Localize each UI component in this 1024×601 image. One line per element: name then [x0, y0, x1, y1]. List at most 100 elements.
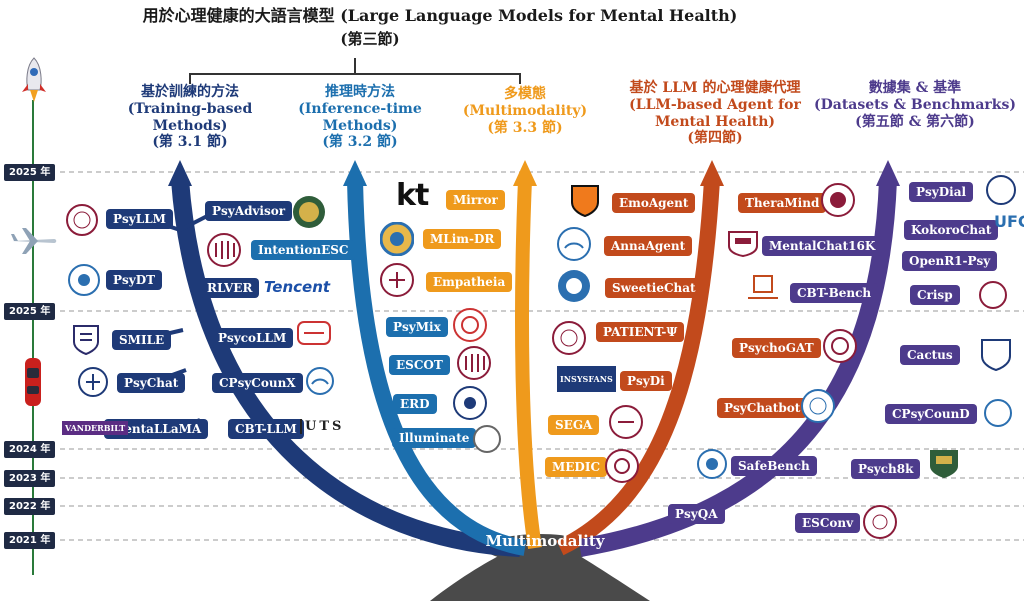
method-smile: SMILE — [112, 330, 172, 350]
dataset-safebench: SafeBench — [731, 456, 817, 476]
dataset-crisp: Crisp — [910, 285, 960, 305]
title-bracket — [189, 73, 521, 84]
university-seal-icon — [473, 425, 501, 453]
tree-trunk — [430, 541, 650, 601]
method-mlim-dr: MLim-DR — [423, 229, 502, 249]
car-icon — [25, 358, 41, 406]
branch-dataset — [578, 179, 897, 557]
university-seal-icon — [207, 233, 241, 267]
method-mirror: Mirror — [446, 190, 505, 210]
university-seal-icon — [453, 308, 487, 342]
university-seal-icon — [457, 346, 491, 380]
year-label: 2025 年 — [4, 164, 56, 181]
branch-multimodal — [515, 179, 542, 550]
university-seal-icon — [552, 321, 586, 355]
dataset-kokorochat: KokoroChat — [904, 220, 999, 240]
dataset-mentalchat16k: MentalChat16K — [762, 236, 883, 256]
university-seal-icon — [984, 399, 1012, 427]
method-emoagent: EmoAgent — [612, 193, 696, 213]
university-seal-icon — [823, 329, 857, 363]
dataset-psydial: PsyDial — [909, 182, 974, 202]
university-seal-icon — [380, 222, 414, 256]
year-label: 2021 年 — [4, 532, 56, 549]
university-seal-icon — [981, 339, 1011, 372]
method-psyllm: PsyLLM — [106, 209, 173, 229]
university-shield-icon — [571, 185, 599, 218]
year-label: 2024 年 — [4, 441, 56, 458]
university-shield-icon — [930, 450, 958, 478]
tencent-logo: Tencent — [264, 278, 331, 296]
university-seal-icon — [306, 367, 334, 395]
university-seal-icon — [293, 196, 325, 228]
method-psydi: PsyDi — [620, 371, 672, 391]
method-psyadvisor: PsyAdvisor — [205, 201, 293, 221]
method-sweetiechat: SweetieChat — [605, 278, 703, 298]
method-psycollm: PsycoLLM — [211, 328, 294, 348]
year-label: 2025 年 — [4, 303, 56, 320]
method-intentionesc: IntentionESC — [251, 240, 356, 260]
method-empatheia: Empatheia — [426, 272, 513, 292]
method-escot: ESCOT — [389, 355, 450, 375]
method-psydt: PsyDT — [106, 270, 163, 290]
category-multimodal: 多模態(Multimodality)(第 3.3 節) — [462, 86, 588, 136]
method-psychogat: PsychoGAT — [732, 338, 821, 358]
main-title: 用於心理健康的大語言模型 (Large Language Models for … — [142, 6, 738, 25]
method-illuminate: Illuminate — [392, 428, 477, 448]
dataset-psych8k: Psych8k — [851, 459, 921, 479]
university-seal-icon — [979, 281, 1007, 309]
airplane-icon — [11, 228, 57, 254]
rocket-icon — [22, 57, 46, 102]
university-seal-icon — [453, 386, 487, 420]
university-seal-icon — [557, 227, 591, 261]
university-seal-icon — [605, 449, 639, 483]
university-seal-icon — [821, 183, 855, 217]
university-seal-icon — [986, 175, 1016, 205]
method-psymix: PsyMix — [386, 317, 448, 337]
method-erd: ERD — [393, 394, 437, 414]
university-seal-icon — [558, 270, 590, 302]
university-seal-icon — [380, 263, 414, 297]
university-logo-icon — [748, 275, 778, 299]
university-seal-icon — [78, 367, 108, 397]
university-shield-icon — [728, 231, 758, 258]
university-seal-icon — [66, 204, 98, 236]
insysfans-logo: INSYSFANS — [557, 366, 616, 392]
category-datasets: 數據集 & 基準(Datasets & Benchmarks)(第五節 & 第六… — [814, 80, 1016, 130]
branch-agent — [556, 179, 720, 556]
dataset-openr1-psy: OpenR1-Psy — [902, 251, 998, 271]
ufc-logo: UFC — [994, 212, 1024, 231]
year-label: 2023 年 — [4, 470, 56, 487]
university-seal-icon — [609, 405, 643, 439]
method-psychat: PsyChat — [117, 373, 186, 393]
trunk-label: Multimodality — [485, 532, 605, 550]
branch-training — [171, 179, 521, 557]
university-seal-icon — [73, 325, 99, 356]
kt-logo: kt — [396, 178, 429, 213]
method-cbt-llm: CBT-LLM — [228, 419, 304, 439]
university-seal-icon — [68, 264, 100, 296]
method-medic: MEDIC — [545, 457, 607, 477]
method-mentallama: MentaLLaMA — [104, 419, 209, 439]
university-seal-icon — [697, 449, 727, 479]
dataset-cactus: Cactus — [900, 345, 960, 365]
year-label: 2022 年 — [4, 498, 56, 515]
method-cpsycounx: CPsyCounX — [212, 373, 303, 393]
main-title-section: (第三節) — [340, 30, 400, 48]
method-patient-psi: PATIENT-Ψ — [596, 322, 685, 342]
university-seal-icon — [863, 505, 897, 539]
dataset-cpsycound: CPsyCounD — [885, 404, 977, 424]
uts-logo: UTS — [300, 419, 344, 434]
dataset-cbt-bench: CBT-Bench — [790, 283, 879, 303]
method-annaagent: AnnaAgent — [604, 236, 693, 256]
vanderbilt-logo: VANDERBILT — [62, 421, 129, 435]
dataset-esconv: ESConv — [795, 513, 861, 533]
dataset-psyqa: PsyQA — [668, 504, 725, 524]
university-seal-icon — [297, 321, 331, 345]
method-psychatbot: PsyChatbot — [717, 398, 808, 418]
university-seal-icon — [801, 389, 835, 423]
method-rlver: RLVER — [200, 278, 260, 298]
